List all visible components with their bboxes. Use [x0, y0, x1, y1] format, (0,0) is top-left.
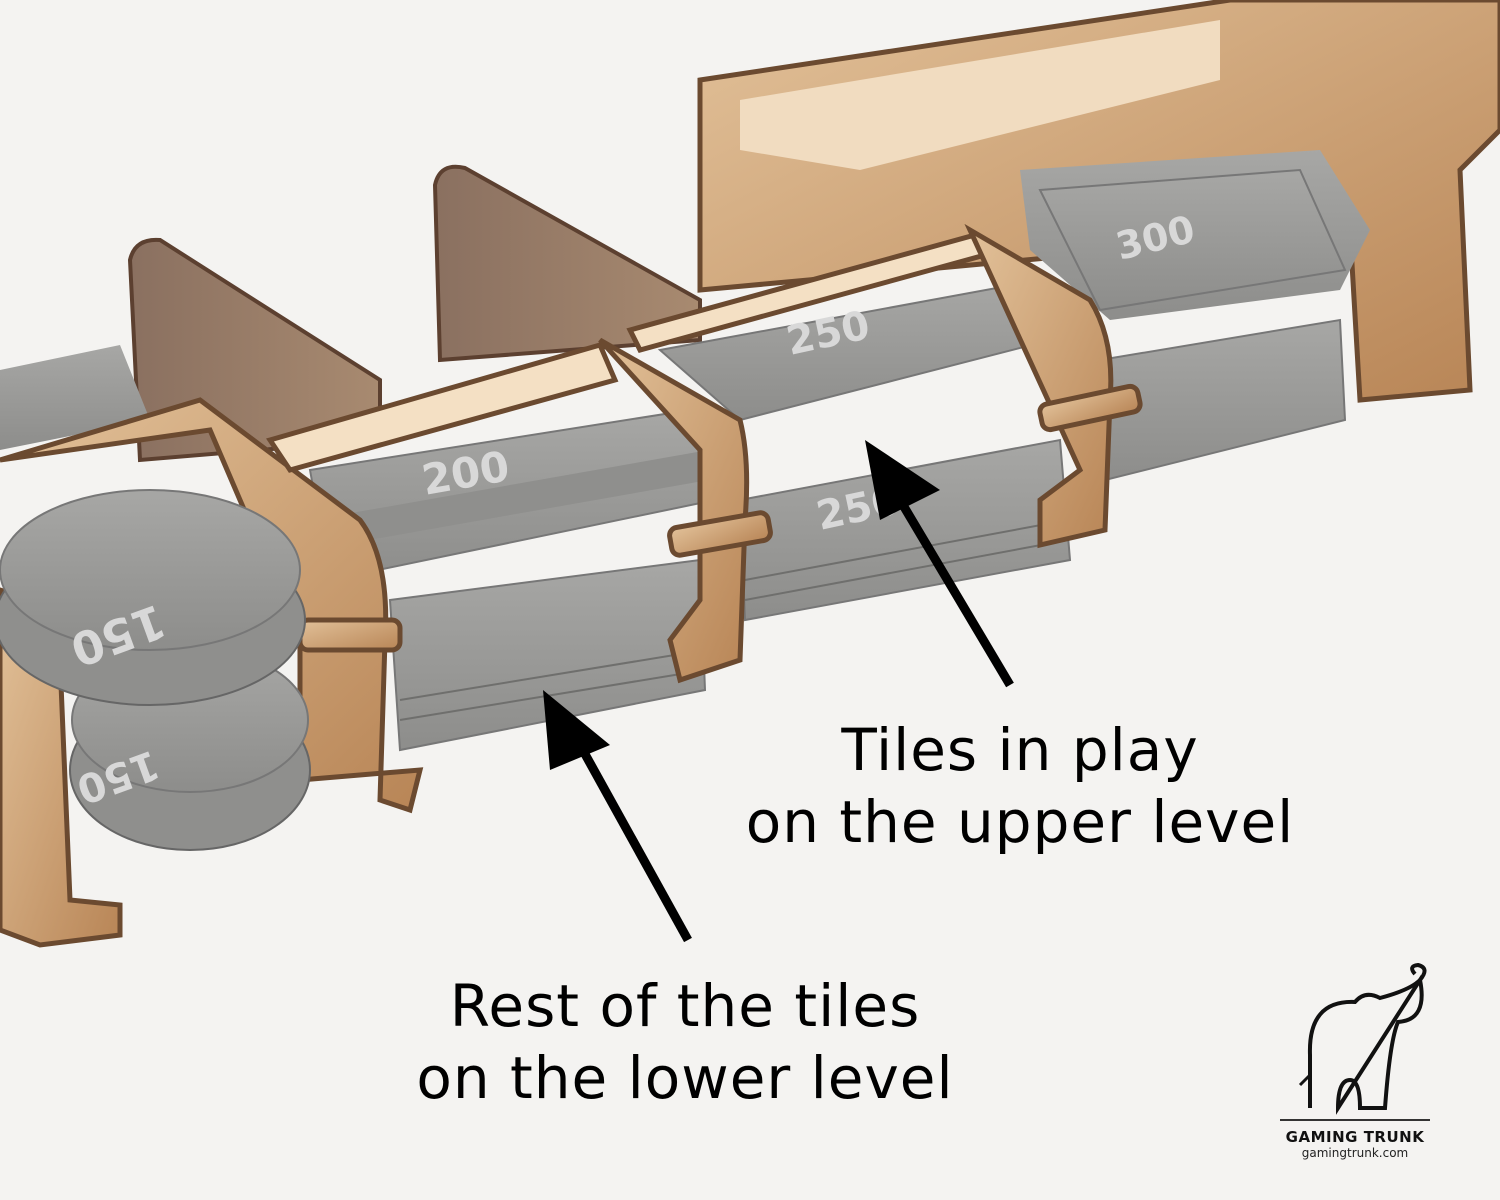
logo-name: GAMING TRUNK — [1285, 1128, 1425, 1146]
elephant-icon — [1280, 962, 1430, 1121]
round-token-stacks: 150 150 — [0, 489, 311, 851]
arrow-upper — [896, 497, 1014, 688]
caption-lower-level: Rest of the tiles on the lower level — [400, 970, 970, 1114]
upper-tile-stacks: 200 250 300 — [308, 168, 1347, 582]
caption-upper-line2: on the upper level — [745, 788, 1295, 856]
wooden-organizer — [0, 223, 1143, 948]
gaming-trunk-logo: GAMING TRUNK gamingtrunk.com — [1240, 960, 1470, 1170]
arrow-upper-head — [865, 440, 940, 520]
caption-lower-line2: on the lower level — [416, 1044, 954, 1112]
annotation-arrows — [543, 440, 1014, 943]
caption-upper-line1: Tiles in play — [841, 716, 1199, 784]
arrow-lower-head — [543, 690, 610, 770]
arrow-lower — [576, 742, 692, 943]
logo-url: gamingtrunk.com — [1301, 1146, 1409, 1160]
caption-lower-line1: Rest of the tiles — [449, 972, 921, 1040]
caption-upper-level: Tiles in play on the upper level — [740, 714, 1300, 858]
